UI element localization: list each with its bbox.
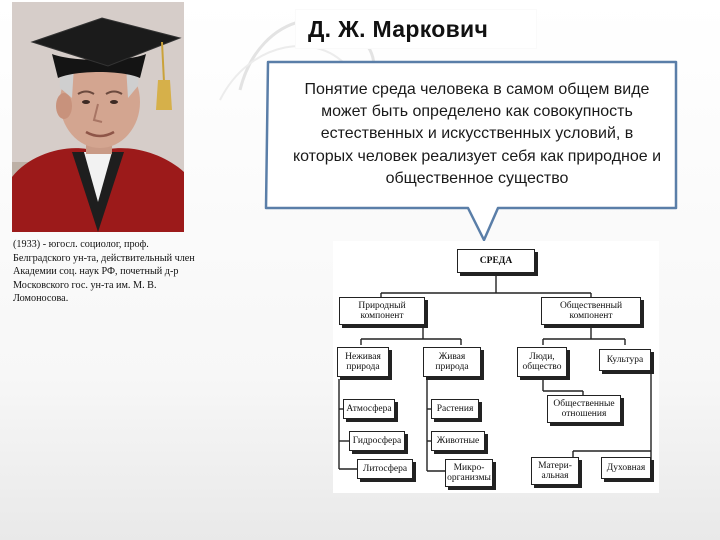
page-title: Д. Ж. Маркович (308, 16, 488, 43)
node-culture: Культура (599, 349, 651, 371)
definition-text: Понятие среда человека в самом общем вид… (292, 79, 662, 190)
node-people-society: Люди, общество (517, 347, 567, 377)
node-environment: СРЕДА (457, 249, 535, 273)
node-lithosphere: Литосфера (357, 459, 413, 479)
node-social-relations: Общественные отношения (547, 395, 621, 423)
node-natural-component: Природный компонент (339, 297, 425, 325)
node-plants: Растения (431, 399, 479, 419)
node-microorganisms: Микро- организмы (445, 459, 493, 487)
node-living-nature: Живая природа (423, 347, 481, 377)
node-animals: Животные (431, 431, 485, 451)
portrait-photo (12, 2, 184, 232)
node-atmosphere: Атмосфера (343, 399, 395, 419)
environment-diagram: СРЕДА Природный компонент Общественный к… (333, 241, 659, 493)
title-box: Д. Ж. Маркович (296, 10, 536, 48)
node-hydrosphere: Гидросфера (349, 431, 405, 451)
node-inanimate-nature: Неживая природа (337, 347, 389, 377)
node-spiritual: Духовная (601, 457, 651, 479)
node-social-component: Общественный компонент (541, 297, 641, 325)
node-material: Матери- альная (531, 457, 579, 485)
biography-text: (1933) - югосл. социолог, проф. Белградс… (13, 238, 198, 306)
